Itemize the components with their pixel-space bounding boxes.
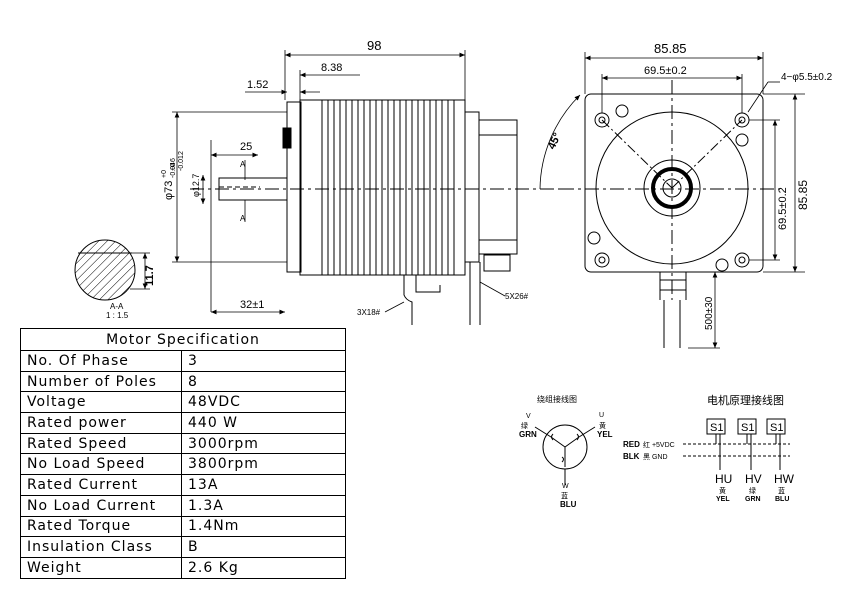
spec-value: 3	[181, 350, 346, 372]
spec-label: Insulation Class	[20, 536, 182, 558]
spec-title-row: Motor Specification	[20, 328, 346, 351]
spec-value: 8	[181, 370, 346, 393]
hall-output-hw-cn: 蓝	[778, 486, 785, 495]
spec-row: Voltage 48VDC	[20, 391, 346, 414]
spec-row: Rated Speed 3000rpm	[20, 432, 346, 455]
winding-u-cn: 黄	[599, 421, 606, 430]
hall-red-label: RED	[623, 440, 640, 449]
winding-u-label: U	[599, 412, 604, 419]
hall-title: 电机原理接线图	[707, 393, 784, 407]
dim-key-length: 25	[240, 141, 252, 153]
hall-sensor-2: S1	[741, 422, 754, 434]
spec-value: B	[181, 536, 346, 558]
spec-value: 3000rpm	[181, 432, 346, 455]
hall-output-hv: HV	[745, 472, 762, 486]
side-view	[190, 99, 560, 325]
spec-label: No. Of Phase	[20, 350, 182, 372]
spec-label: Rated Torque	[20, 515, 182, 538]
spec-label: Rated Speed	[20, 432, 182, 455]
hall-sensor-3: S1	[770, 422, 783, 434]
spec-row: Weight 2.6 Kg	[20, 556, 346, 579]
spec-value: 440 W	[181, 412, 346, 434]
dim-frame-height: 85.85	[796, 180, 810, 210]
dim-shaft-offset: 1.52	[247, 79, 268, 91]
front-dimension-lines	[584, 52, 805, 349]
winding-diagram: 绕组接线图 V 绿 GRN U 黄 YEL W 蓝 BLU	[519, 394, 613, 509]
hall-output-hu-color: YEL	[716, 496, 730, 503]
hall-output-hu: HU	[715, 472, 732, 486]
dim-shaft-tol-upper: +0	[170, 163, 177, 171]
dim-angle: 45°	[546, 131, 564, 151]
hall-blk-text: 黑 GND	[643, 453, 668, 461]
motor-spec-table: Motor Specification No. Of Phase 3 Numbe…	[20, 328, 346, 579]
spec-row: No Load Speed 3800rpm	[20, 453, 346, 476]
dim-overall-length: 98	[367, 38, 381, 53]
cable-b-label: 5X26#	[505, 292, 529, 301]
spec-label: No Load Speed	[20, 453, 182, 476]
spec-value: 48VDC	[181, 391, 346, 414]
front-view	[539, 80, 780, 348]
winding-w-label: W	[562, 483, 569, 490]
section-label: A-A	[110, 302, 124, 311]
winding-v-color: GRN	[519, 430, 537, 439]
winding-w-cn: 蓝	[561, 491, 568, 500]
spec-row: Insulation Class B	[20, 536, 346, 558]
dim-pilot-diameter: φ73	[163, 181, 175, 200]
dim-pilot-tol-upper: +0	[161, 170, 168, 178]
dimension-texts: 98 8.38 1.52 25 A A 32±1 φ73 +0 -0.046 φ…	[106, 38, 833, 330]
hall-output-hw-color: BLU	[775, 496, 789, 503]
spec-row: Rated Current 13A	[20, 474, 346, 496]
spec-label: Number of Poles	[20, 370, 182, 393]
spec-row: No. Of Phase 3	[20, 350, 346, 372]
spec-label: Rated Current	[20, 474, 182, 496]
hall-output-hu-cn: 黄	[719, 486, 726, 495]
winding-u-color: YEL	[597, 430, 613, 439]
hall-diagram: 电机原理接线图 RED 红 +5VDC BLK 黑 GND S1 S1 S1 H…	[623, 393, 795, 503]
spec-value: 1.3A	[181, 494, 346, 517]
dim-hole-spec: 4−φ5.5±0.2	[781, 72, 833, 83]
spec-value: 1.4Nm	[181, 515, 346, 538]
spec-title: Motor Specification	[20, 328, 346, 351]
section-mark-bottom: A	[240, 214, 246, 223]
dim-pilot-tol-lower: -0.046	[170, 158, 177, 178]
winding-v-label: V	[526, 413, 531, 420]
dim-frame-width: 85.85	[654, 41, 687, 56]
side-dimension-lines	[172, 50, 506, 315]
spec-label: Weight	[20, 556, 182, 579]
spec-label: Voltage	[20, 391, 182, 414]
dim-flange-depth: 8.38	[321, 62, 342, 74]
winding-title: 绕组接线图	[537, 394, 577, 404]
winding-v-cn: 绿	[521, 421, 528, 430]
spec-value: 3800rpm	[181, 453, 346, 476]
dim-hole-spacing-h: 69.5±0.2	[644, 65, 687, 77]
section-mark-top: A	[240, 160, 246, 169]
section-a-a	[74, 239, 150, 301]
dim-shaft-diameter: φ12.7	[191, 174, 201, 197]
dim-flat-height: 11.7	[144, 265, 156, 286]
dim-hole-spacing-v: 69.5±0.2	[777, 187, 789, 230]
spec-row: No Load Current 1.3A	[20, 494, 346, 517]
hall-blk-label: BLK	[623, 452, 640, 461]
spec-label: No Load Current	[20, 494, 182, 517]
spec-value: 13A	[181, 474, 346, 496]
hall-output-hw: HW	[774, 472, 795, 486]
spec-row: Rated power 440 W	[20, 412, 346, 434]
winding-w-color: BLU	[560, 500, 577, 509]
cooling-fins	[321, 100, 455, 275]
dim-shaft-tol-lower: -0.012	[178, 151, 185, 171]
dim-shaft-length: 32±1	[240, 299, 264, 311]
hall-sensor-1: S1	[710, 422, 723, 434]
hall-output-hv-cn: 绿	[749, 486, 756, 495]
section-scale: 1 : 1.5	[106, 311, 129, 320]
cable-a-label: 3X18#	[357, 308, 381, 317]
spec-row: Rated Torque 1.4Nm	[20, 515, 346, 538]
hall-output-hv-color: GRN	[745, 496, 761, 503]
hall-red-text: 红 +5VDC	[643, 440, 675, 449]
spec-row: Number of Poles 8	[20, 370, 346, 393]
spec-label: Rated power	[20, 412, 182, 434]
dim-lead-length: 500±30	[704, 296, 715, 330]
spec-value: 2.6 Kg	[181, 556, 346, 579]
